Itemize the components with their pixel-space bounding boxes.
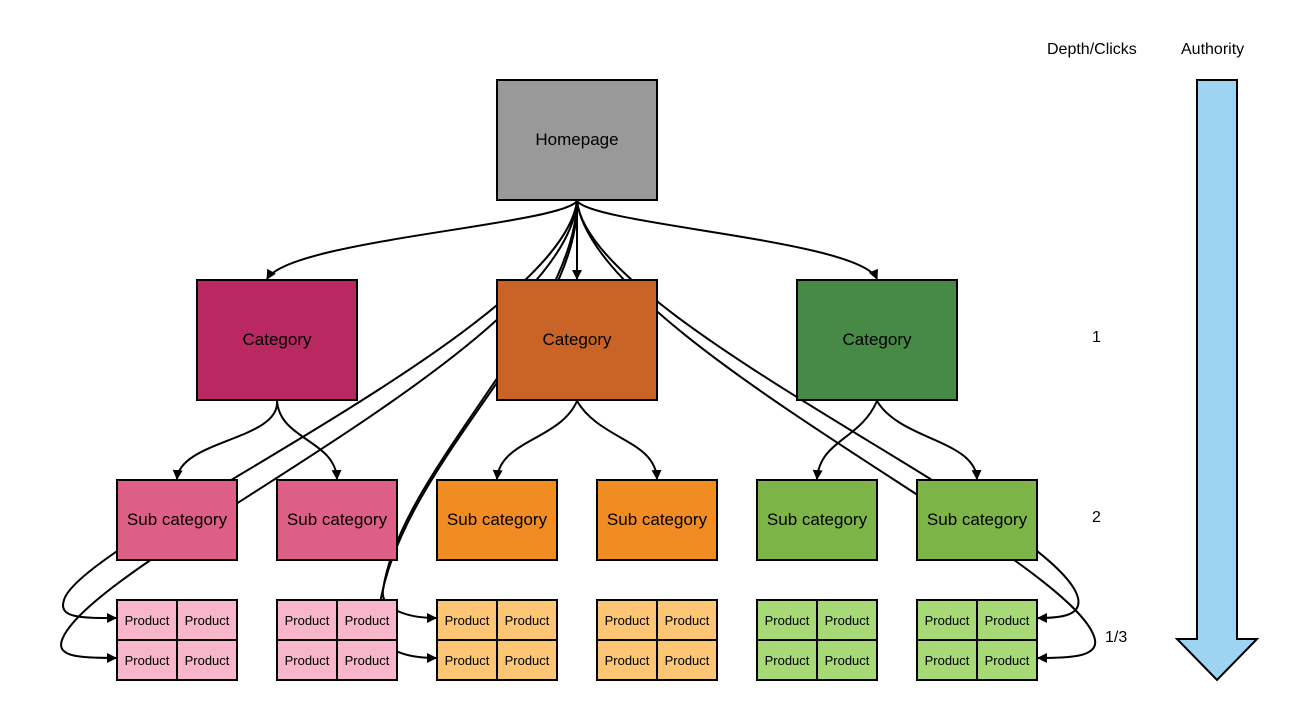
subcategory-label: Sub category: [606, 510, 708, 529]
product-node: Product: [596, 639, 658, 681]
product-label: Product: [924, 612, 970, 628]
product-node: Product: [916, 599, 978, 641]
product-node: Product: [816, 599, 878, 641]
product-label: Product: [984, 612, 1030, 628]
product-label: Product: [984, 652, 1030, 668]
category-node: Category: [496, 279, 658, 401]
subcategory-label: Sub category: [926, 510, 1028, 529]
edge-home-prod-b: [60, 200, 578, 663]
product-node: Product: [496, 599, 558, 641]
product-node: Product: [276, 639, 338, 681]
edge-cat2-sub3: [492, 400, 578, 480]
product-label: Product: [764, 612, 810, 628]
product-label: Product: [504, 612, 550, 628]
authority-header: Authority: [1181, 41, 1245, 58]
category-node: Category: [196, 279, 358, 401]
product-node: Product: [656, 639, 718, 681]
category-label: Category: [842, 330, 912, 349]
product-node: Product: [496, 639, 558, 681]
subcategory-node: Sub category: [116, 479, 238, 561]
edge-cat2-sub4: [576, 400, 662, 480]
product-node: Product: [176, 639, 238, 681]
edge-cat1-sub2: [276, 400, 342, 480]
product-node: Product: [596, 599, 658, 641]
product-label: Product: [664, 652, 710, 668]
subcategory-node: Sub category: [756, 479, 878, 561]
subcategory-node: Sub category: [276, 479, 398, 561]
homepage-node: Homepage: [496, 79, 658, 201]
product-node: Product: [756, 599, 818, 641]
depth-level-1: 1: [1092, 329, 1101, 346]
edge-cat3-sub6: [876, 400, 982, 480]
edge-home-prod-d: [376, 200, 579, 663]
edge-home-cat1: [266, 200, 578, 280]
depth-level-3: 1/3: [1105, 629, 1128, 646]
product-label: Product: [344, 612, 390, 628]
product-label: Product: [824, 652, 870, 668]
subcategory-label: Sub category: [766, 510, 868, 529]
product-node: Product: [436, 639, 498, 681]
product-node: Product: [756, 639, 818, 681]
subcategory-label: Sub category: [126, 510, 228, 529]
product-node: Product: [336, 639, 398, 681]
category-label: Category: [542, 330, 612, 349]
product-node: Product: [436, 599, 498, 641]
product-label: Product: [284, 652, 330, 668]
product-node: Product: [276, 599, 338, 641]
product-label: Product: [284, 612, 330, 628]
product-label: Product: [344, 652, 390, 668]
edge-home-cat3: [576, 200, 878, 280]
product-label: Product: [604, 652, 650, 668]
depth-level-2: 2: [1092, 509, 1101, 526]
product-label: Product: [184, 652, 230, 668]
product-label: Product: [764, 652, 810, 668]
product-node: Product: [656, 599, 718, 641]
product-node: Product: [976, 599, 1038, 641]
product-node: Product: [116, 599, 178, 641]
subcategory-label: Sub category: [446, 510, 548, 529]
subcategory-label: Sub category: [286, 510, 388, 529]
product-node: Product: [336, 599, 398, 641]
product-label: Product: [824, 612, 870, 628]
product-label: Product: [444, 612, 490, 628]
subcategory-node: Sub category: [596, 479, 718, 561]
product-node: Product: [116, 639, 178, 681]
product-label: Product: [604, 612, 650, 628]
product-label: Product: [444, 652, 490, 668]
homepage-label: Homepage: [535, 130, 619, 149]
product-label: Product: [664, 612, 710, 628]
product-node: Product: [976, 639, 1038, 681]
product-node: Product: [816, 639, 878, 681]
product-label: Product: [124, 652, 170, 668]
product-label: Product: [184, 612, 230, 628]
edge-cat1-sub1: [172, 400, 279, 480]
subcategory-node: Sub category: [916, 479, 1038, 561]
edge-cat3-sub5: [812, 400, 878, 480]
product-label: Product: [504, 652, 550, 668]
product-label: Product: [924, 652, 970, 668]
subcategory-node: Sub category: [436, 479, 558, 561]
product-node: Product: [916, 639, 978, 681]
depth-clicks-header: Depth/Clicks: [1047, 41, 1137, 58]
product-label: Product: [124, 612, 170, 628]
category-label: Category: [242, 330, 312, 349]
category-node: Category: [796, 279, 958, 401]
edge-home-prod-f: [576, 200, 1097, 663]
product-node: Product: [176, 599, 238, 641]
